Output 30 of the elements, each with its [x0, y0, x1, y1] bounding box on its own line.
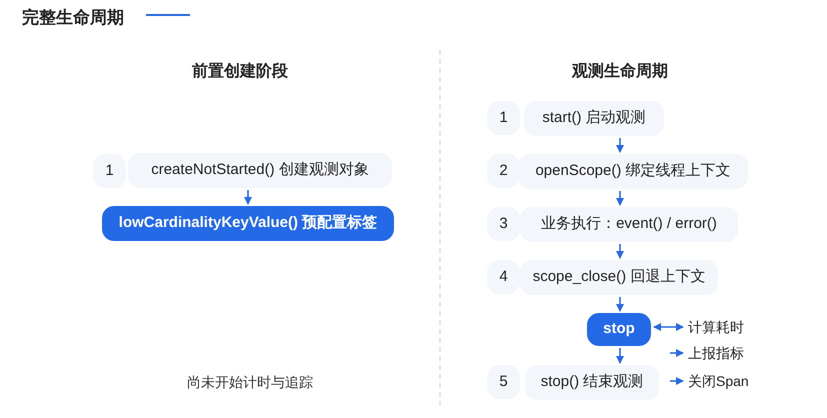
arrow — [670, 377, 684, 385]
highlight-box: stop — [587, 313, 651, 346]
arrow — [616, 138, 624, 153]
step-box: scope_close() 回退上下文 — [520, 260, 718, 295]
step-number: 4 — [487, 260, 520, 294]
step-number: 2 — [487, 154, 520, 188]
step-number: 1 — [487, 101, 520, 135]
result-text: 计算耗时 — [688, 316, 760, 338]
arrow — [653, 323, 684, 331]
arrow — [616, 244, 624, 259]
arrow — [244, 190, 252, 205]
title: 完整生命周期 — [22, 7, 124, 29]
arrow — [616, 297, 624, 312]
arrow — [616, 348, 624, 364]
section-heading: 前置创建阶段 — [191, 62, 289, 82]
highlight-box: lowCardinalityKeyValue() 预配置标签 — [102, 206, 394, 241]
step-box: createNotStarted() 创建观测对象 — [128, 153, 392, 188]
step-box: start() 启动观测 — [524, 101, 664, 136]
step-number: 3 — [487, 207, 520, 241]
section-heading: 观测生命周期 — [570, 62, 669, 82]
result-text: 关闭Span — [688, 370, 768, 392]
arrow — [616, 191, 624, 206]
result-text: 上报指标 — [688, 342, 760, 364]
step-number: 5 — [487, 365, 520, 399]
step-box: stop() 结束观测 — [525, 365, 659, 400]
step-box: openScope() 绑定线程上下文 — [518, 154, 748, 189]
step-number: 1 — [93, 154, 126, 188]
arrow — [670, 349, 684, 357]
step-box: 业务执行：event() / error() — [520, 207, 738, 242]
note-text: 尚未开始计时与追踪 — [186, 373, 314, 392]
